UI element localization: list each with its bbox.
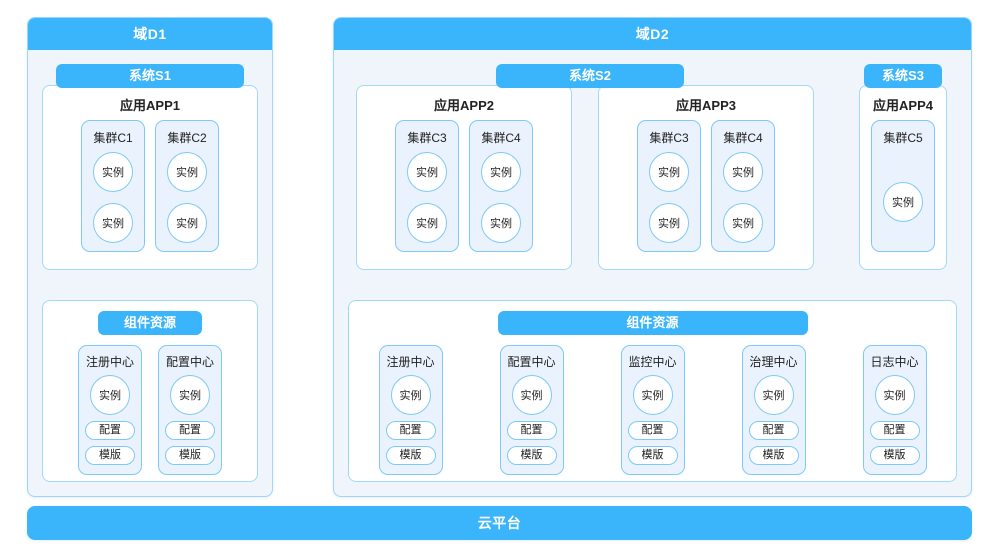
cluster-c3-instances: 实例 实例 <box>649 152 689 253</box>
app-app2-title: 应用APP2 <box>434 98 494 113</box>
app-app4-clusters: 集群C5 实例 <box>860 120 946 252</box>
center-registry[interactable]: 注册中心 实例 配置 模版 <box>378 345 443 475</box>
instance[interactable]: 实例 <box>93 203 133 243</box>
center-registry[interactable]: 注册中心 实例 配置 模版 <box>78 345 142 475</box>
cluster-c3-instances: 实例 实例 <box>407 152 447 253</box>
cluster-c1[interactable]: 集群C1 实例 实例 <box>81 120 145 252</box>
center-logging[interactable]: 日志中心 实例 配置 模版 <box>862 345 927 475</box>
component-resources-d2-row: 注册中心 实例 配置 模版 配置中心 实例 配置 模版 监控中心 实例 <box>349 345 956 475</box>
app-app1[interactable]: 应用APP1 集群C1 实例 实例 集群C2 实例 实例 <box>42 85 258 270</box>
center-logging-title: 日志中心 <box>870 355 919 369</box>
instance[interactable]: 实例 <box>753 375 794 415</box>
chip-template[interactable]: 模版 <box>85 446 135 465</box>
chip-template[interactable]: 模版 <box>506 446 557 465</box>
app-app4-title: 应用APP4 <box>873 98 933 113</box>
cluster-c4-instances: 实例 实例 <box>723 152 763 253</box>
component-resources-d1-label[interactable]: 组件资源 <box>98 311 202 335</box>
system-s2-label[interactable]: 系统S2 <box>496 64 684 88</box>
chip-config[interactable]: 配置 <box>506 421 557 440</box>
chip-config[interactable]: 配置 <box>85 421 135 440</box>
system-s1-label[interactable]: 系统S1 <box>56 64 244 88</box>
center-config[interactable]: 配置中心 实例 配置 模版 <box>158 345 222 475</box>
app-app3-clusters: 集群C3 实例 实例 集群C4 实例 实例 <box>599 120 813 252</box>
chip-template[interactable]: 模版 <box>869 446 920 465</box>
cluster-c4[interactable]: 集群C4 实例 实例 <box>711 120 775 252</box>
instance[interactable]: 实例 <box>390 375 431 415</box>
center-governance-title: 治理中心 <box>749 355 798 369</box>
cluster-c3-title: 集群C3 <box>649 131 689 145</box>
instance[interactable]: 实例 <box>723 152 763 192</box>
cluster-c5-title: 集群C5 <box>883 131 923 145</box>
instance[interactable]: 实例 <box>649 152 689 192</box>
domain-d2[interactable]: 域D2 系统S2 系统S3 应用APP2 集群C3 实例 实例 <box>333 17 972 497</box>
instance[interactable]: 实例 <box>407 203 447 243</box>
cluster-c4-title: 集群C4 <box>481 131 521 145</box>
instance[interactable]: 实例 <box>167 152 207 192</box>
cluster-c2[interactable]: 集群C2 实例 实例 <box>155 120 219 252</box>
cluster-c5-instances: 实例 <box>883 152 923 251</box>
center-governance[interactable]: 治理中心 实例 配置 模版 <box>741 345 806 475</box>
app-app4[interactable]: 应用APP4 集群C5 实例 <box>859 85 947 270</box>
domain-d1-title: 域D1 <box>28 18 272 50</box>
instance[interactable]: 实例 <box>723 203 763 243</box>
component-resources-d1-row: 注册中心 实例 配置 模版 配置中心 实例 配置 模版 <box>43 345 257 475</box>
domain-d1-body: 系统S1 应用APP1 集群C1 实例 实例 集群C2 <box>28 50 272 496</box>
chip-config[interactable]: 配置 <box>165 421 215 440</box>
cloud-platform-bar[interactable]: 云平台 <box>27 506 972 540</box>
instance[interactable]: 实例 <box>407 152 447 192</box>
cluster-c3-title: 集群C3 <box>407 131 447 145</box>
app-app1-title: 应用APP1 <box>120 98 180 113</box>
app-app1-clusters: 集群C1 实例 实例 集群C2 实例 实例 <box>43 120 257 252</box>
app-app3-title: 应用APP3 <box>676 98 736 113</box>
chip-config[interactable]: 配置 <box>385 421 436 440</box>
instance[interactable]: 实例 <box>170 375 210 415</box>
cluster-c3[interactable]: 集群C3 实例 实例 <box>395 120 459 252</box>
cluster-c3[interactable]: 集群C3 实例 实例 <box>637 120 701 252</box>
instance[interactable]: 实例 <box>649 203 689 243</box>
component-resources-d1[interactable]: 组件资源 注册中心 实例 配置 模版 配置中心 实例 配置 模版 <box>42 300 258 482</box>
center-registry-title: 注册中心 <box>85 355 134 369</box>
domain-d1[interactable]: 域D1 系统S1 应用APP1 集群C1 实例 实例 集群C2 <box>27 17 273 497</box>
cluster-c2-instances: 实例 实例 <box>167 152 207 253</box>
cluster-c1-title: 集群C1 <box>93 131 133 145</box>
center-config-title: 配置中心 <box>165 355 214 369</box>
instance[interactable]: 实例 <box>167 203 207 243</box>
component-resources-d2-label[interactable]: 组件资源 <box>497 311 808 335</box>
center-registry-title: 注册中心 <box>386 355 435 369</box>
instance[interactable]: 实例 <box>883 181 923 222</box>
chip-config[interactable]: 配置 <box>627 421 678 440</box>
app-app2[interactable]: 应用APP2 集群C3 实例 实例 集群C4 实例 实例 <box>356 85 572 270</box>
chip-template[interactable]: 模版 <box>748 446 799 465</box>
domain-d2-title: 域D2 <box>334 18 971 50</box>
center-config[interactable]: 配置中心 实例 配置 模版 <box>499 345 564 475</box>
instance[interactable]: 实例 <box>90 375 130 415</box>
cluster-c4[interactable]: 集群C4 实例 实例 <box>469 120 533 252</box>
cluster-c2-title: 集群C2 <box>167 131 207 145</box>
cluster-c4-title: 集群C4 <box>723 131 763 145</box>
chip-template[interactable]: 模版 <box>627 446 678 465</box>
cluster-c1-instances: 实例 实例 <box>93 152 133 253</box>
instance[interactable]: 实例 <box>93 152 133 192</box>
domain-d2-body: 系统S2 系统S3 应用APP2 集群C3 实例 实例 集群C4 <box>334 50 971 496</box>
instance[interactable]: 实例 <box>632 375 673 415</box>
instance[interactable]: 实例 <box>511 375 552 415</box>
cluster-c4-instances: 实例 实例 <box>481 152 521 253</box>
component-resources-d2[interactable]: 组件资源 注册中心 实例 配置 模版 配置中心 实例 配置 模版 <box>348 300 957 482</box>
chip-template[interactable]: 模版 <box>385 446 436 465</box>
app-app2-clusters: 集群C3 实例 实例 集群C4 实例 实例 <box>357 120 571 252</box>
center-monitoring-title: 监控中心 <box>628 355 677 369</box>
chip-template[interactable]: 模版 <box>165 446 215 465</box>
instance[interactable]: 实例 <box>874 375 915 415</box>
instance[interactable]: 实例 <box>481 203 521 243</box>
center-monitoring[interactable]: 监控中心 实例 配置 模版 <box>620 345 685 475</box>
app-app3[interactable]: 应用APP3 集群C3 实例 实例 集群C4 实例 实例 <box>598 85 814 270</box>
system-s3-label[interactable]: 系统S3 <box>864 64 942 88</box>
chip-config[interactable]: 配置 <box>748 421 799 440</box>
center-config-title: 配置中心 <box>507 355 556 369</box>
instance[interactable]: 实例 <box>481 152 521 192</box>
chip-config[interactable]: 配置 <box>869 421 920 440</box>
cluster-c5[interactable]: 集群C5 实例 <box>871 120 935 252</box>
